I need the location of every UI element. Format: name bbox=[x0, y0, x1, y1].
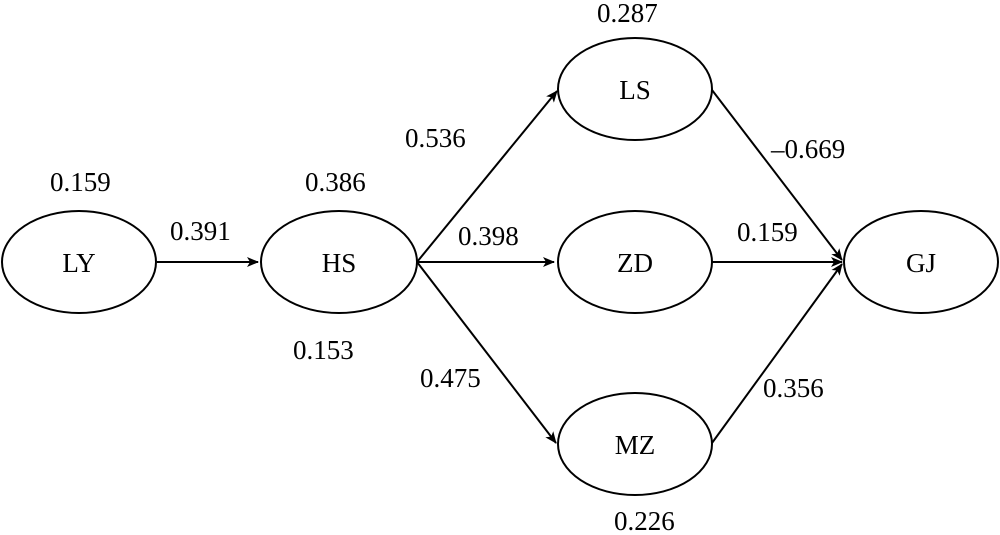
node-ls: LS bbox=[557, 37, 713, 141]
node-mz-label: MZ bbox=[615, 430, 656, 460]
value-mz: 0.226 bbox=[614, 506, 675, 535]
node-gj-label: GJ bbox=[906, 248, 936, 278]
coef-hs-ls: 0.536 bbox=[405, 123, 466, 153]
edge-hs-mz bbox=[416, 261, 557, 444]
edge-hs-ls bbox=[416, 90, 558, 263]
value-ls: 0.287 bbox=[597, 0, 658, 28]
node-ly-label: LY bbox=[62, 248, 95, 278]
edge-mz-gj bbox=[711, 263, 843, 444]
coef-ly-hs: 0.391 bbox=[170, 216, 231, 246]
coef-zd-gj: 0.159 bbox=[737, 217, 798, 247]
coef-hs-mz: 0.475 bbox=[420, 363, 481, 393]
node-zd: ZD bbox=[557, 210, 713, 314]
coef-hs-zd: 0.398 bbox=[458, 221, 519, 251]
node-zd-label: ZD bbox=[617, 248, 653, 278]
node-mz: MZ bbox=[557, 392, 713, 496]
node-hs-label: HS bbox=[322, 248, 357, 278]
node-ls-label: LS bbox=[619, 75, 651, 105]
value-hs-top: 0.386 bbox=[305, 167, 366, 197]
node-ly: LY bbox=[1, 210, 157, 314]
node-gj: GJ bbox=[843, 210, 999, 314]
edge-ls-gj bbox=[711, 89, 843, 261]
coef-mz-gj: 0.356 bbox=[763, 373, 824, 403]
value-hs-bottom: 0.153 bbox=[293, 335, 354, 365]
coef-ls-gj: –0.669 bbox=[770, 134, 845, 164]
value-ly: 0.159 bbox=[50, 167, 111, 197]
node-hs: HS bbox=[260, 210, 418, 314]
